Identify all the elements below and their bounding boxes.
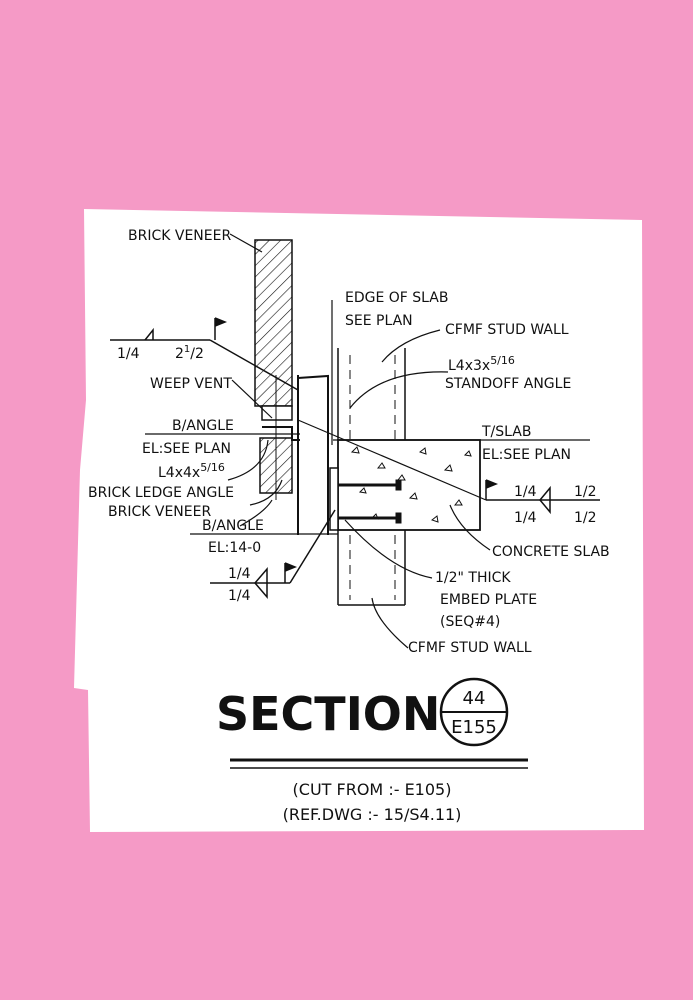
weld-symbol-lower-left [210,509,336,600]
sheet-number: E155 [451,717,497,738]
section-bubble: 44 E155 [439,677,509,747]
concrete-aggregate [350,446,472,523]
weld-symbol-right [485,479,600,515]
weep-vent-label: WEEP VENT [150,376,232,392]
weld-right-size-1: 1/4 [514,484,537,500]
brick-ledge-angle-label: BRICK LEDGE ANGLE [88,485,234,501]
ref-dwg-reference: (REF.DWG :- 15/S4.11) [283,805,462,824]
weld-right-size-2: 1/4 [514,510,537,526]
embed-plate [329,467,402,531]
el-see-plan-label-2: EL:SEE PLAN [482,447,571,463]
standoff-angle-label: STANDOFF ANGLE [445,376,571,392]
b-angle-label-2: B/ANGLE [202,518,264,534]
detail-number: 44 [463,688,486,709]
weld-symbol-top-left [110,317,299,391]
embed-plate-label-3: (SEQ#4) [440,614,500,630]
embed-plate-label-1: 1/2" THICK [435,570,511,586]
brick-veneer-label: BRICK VENEER [128,228,231,244]
leader-lines [227,233,491,649]
t-slab-label: T/SLAB [481,424,531,440]
brick-veneer-upper [254,239,293,407]
angle-size-label: L4x3x5/16 [448,354,515,374]
concrete-slab-label: CONCRETE SLAB [492,544,610,560]
cfmf-stud-wall-top-label: CFMF STUD WALL [445,322,569,338]
section-title: SECTION [216,687,440,741]
see-plan-label: SEE PLAN [345,313,413,329]
b-angle-label-1: B/ANGLE [172,418,234,434]
weld-left-length: 21/2 [175,344,204,362]
embed-plate-label-2: EMBED PLATE [440,592,537,608]
standoff-angle [297,374,329,535]
edge-of-slab-label: EDGE OF SLAB [345,290,448,306]
weld-lower-size-2: 1/4 [228,588,251,604]
weld-lower-size-1: 1/4 [228,566,251,582]
weld-right-length-2: 1/2 [574,510,597,526]
weep-vent [261,405,293,421]
cfmf-stud-wall-bottom-label: CFMF STUD WALL [408,640,532,656]
el-see-plan-label-1: EL:SEE PLAN [142,441,231,457]
weld-right-length-1: 1/2 [574,484,597,500]
cut-from-reference: (CUT FROM :- E105) [293,780,452,799]
weld-left-size: 1/4 [117,346,140,362]
ledge-size-label: L4x4x5/16 [158,461,225,481]
el-14-0-label: EL:14-0 [208,540,261,556]
brick-veneer-bottom-label: BRICK VENEER [108,504,211,520]
